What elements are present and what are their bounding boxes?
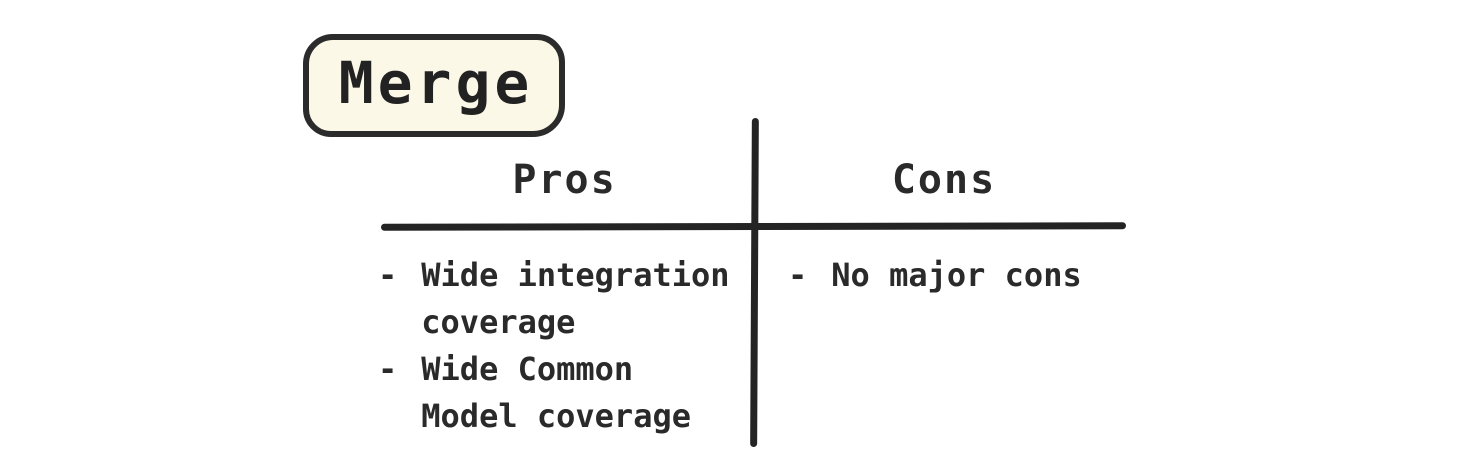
merge-badge: Merge <box>303 34 565 137</box>
merge-badge-label: Merge <box>338 48 534 117</box>
pros-header: Pros <box>512 157 617 203</box>
bullet-dash: - <box>378 350 398 388</box>
table-vertical-divider <box>750 117 759 448</box>
bullet-dash: - <box>378 256 398 294</box>
cons-header: Cons <box>891 157 997 203</box>
cons-item-text: No major cons <box>831 256 1082 294</box>
pros-list: - Wide integration coverage - Wide Commo… <box>378 252 743 440</box>
bullet-dash: - <box>788 256 808 294</box>
list-item: - No major cons <box>788 252 1118 299</box>
cons-list: - No major cons <box>788 252 1118 299</box>
list-item: - Wide Common Model coverage <box>378 346 743 440</box>
list-item: - Wide integration coverage <box>378 252 743 346</box>
pros-item-text: Wide integration coverage <box>421 256 730 341</box>
pros-item-text: Wide Common Model coverage <box>421 350 691 435</box>
